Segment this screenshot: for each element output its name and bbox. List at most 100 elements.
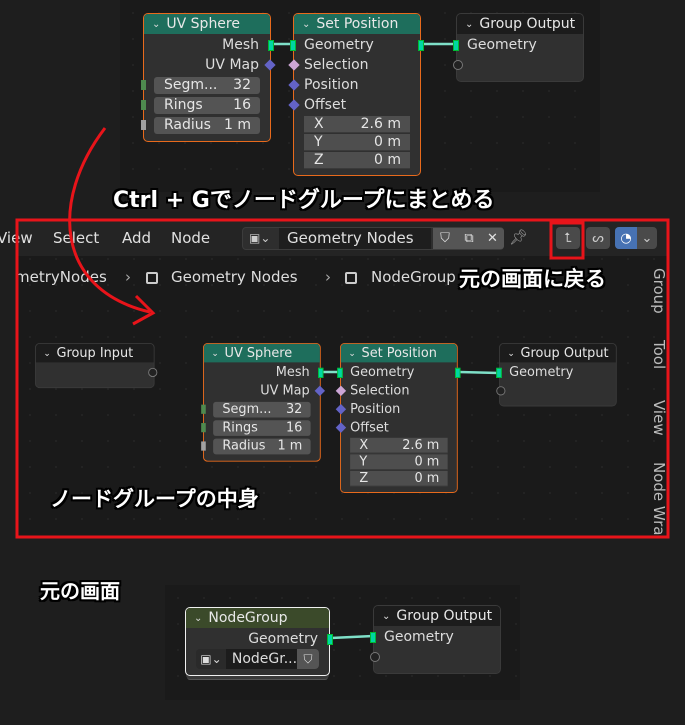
menu-add[interactable]: Add [122,229,152,247]
node-link [458,370,500,375]
chevron-down-icon[interactable]: ⌄ [348,348,356,359]
node-title: Set Position [316,16,399,32]
node-header[interactable]: ⌄Group Output [499,343,616,363]
node-body: Geometry [496,362,616,405]
geo-socket-icon[interactable] [455,367,461,378]
flt-socket-icon[interactable] [141,120,146,130]
datablock-name[interactable]: NodeGr... [225,649,298,669]
chevron-down-icon[interactable]: ⌄ [507,348,515,359]
chevron-down-icon[interactable]: ⌄ [465,18,474,30]
socket-label: Geometry [248,631,318,647]
node-tree-icon[interactable]: ▣⌄ [249,231,271,245]
parent-node-tree-button[interactable]: ⮤ [556,227,580,249]
geo-socket-icon[interactable] [327,633,333,645]
output-row: Geometry [290,35,424,55]
empty-socket-icon[interactable] [496,386,506,396]
node-title: UV Sphere [166,16,240,32]
geo-socket-icon[interactable] [496,367,502,378]
node-header[interactable]: ⌄ Set Position [294,14,420,34]
field-value: 32 [233,77,251,93]
socket-row: Offset [288,95,420,115]
int-socket-icon[interactable] [141,100,146,110]
int-socket-icon[interactable] [201,423,206,433]
shield-icon[interactable]: ⛉ [433,228,457,249]
geo-socket-icon[interactable] [337,367,343,378]
geo-socket-icon[interactable] [318,367,324,378]
int-socket-icon[interactable] [201,404,206,414]
node-tree-selector[interactable]: ▣⌄ Geometry Nodes ⛉ ⧉ ✕ [242,227,504,250]
field-value: 2.6 m [360,115,401,132]
value-field[interactable]: Segm...32 [154,76,260,94]
copy-icon[interactable]: ⧉ [457,228,481,249]
overlay-button[interactable]: ◔ ⌄ [615,227,657,249]
chevron-down-icon[interactable]: ⌄ [194,612,203,624]
empty-socket-icon[interactable] [148,367,158,378]
chevron-down-icon[interactable]: ⌄ [382,610,391,622]
menu-select[interactable]: Select [53,229,100,247]
node-tree-name-field[interactable]: Geometry Nodes [279,228,431,249]
annotation-original: 元の画面 [40,579,120,603]
node-header[interactable]: ⌄ UV Sphere [144,14,270,34]
field-value: 2.6 m [402,437,440,453]
empty-socket-icon[interactable] [453,60,463,70]
pin-icon[interactable]: 📌︎ [509,228,529,246]
close-icon[interactable]: ✕ [481,228,504,249]
node-header[interactable]: ⌄UV Sphere [203,343,320,363]
snap-button[interactable]: ᔕ [586,227,610,249]
node-header[interactable]: ⌄NodeGroup [186,608,329,628]
socket-row: Mesh [144,35,274,55]
geo-socket-icon[interactable] [370,631,376,643]
flt-socket-icon[interactable] [201,441,206,451]
socket-row [453,55,583,75]
datablock-selector[interactable]: ▣⌄NodeGr...⛉ [196,649,319,669]
breadcrumb-separator: › [325,268,331,286]
group-input-node[interactable]: ⌄Group Input [35,343,158,389]
node-header[interactable]: ⌄Group Input [35,343,154,363]
chevron-down-icon[interactable]: ⌄ [152,18,161,30]
geo-socket-icon[interactable] [268,39,274,51]
socket-label: Geometry [350,365,415,380]
node-header[interactable]: ⌄Group Output [374,606,500,626]
empty-socket-icon[interactable] [370,652,380,662]
value-field[interactable]: Segm...32 [213,401,311,418]
chevron-down-icon[interactable]: ⌄ [211,348,219,359]
geo-socket-icon[interactable] [453,39,459,51]
geo-socket-icon[interactable] [418,39,424,51]
socket-row: Selection [288,55,420,75]
menu-node[interactable]: Node [171,229,211,247]
geo-socket-icon[interactable] [290,39,296,51]
chevron-down-icon[interactable]: ⌄ [302,18,311,30]
value-field[interactable]: X 2.6 m [304,115,410,133]
node-header[interactable]: ⌄Group Output [457,14,583,34]
node-link [330,634,374,640]
socket-label: Selection [304,57,369,73]
shield-icon[interactable]: ⛉ [297,649,319,669]
node-body [36,362,158,387]
node-tree-icon[interactable]: ▣⌄ [200,652,222,666]
chevron-down-icon[interactable]: ⌄ [43,348,51,359]
int-socket-icon[interactable] [141,80,146,90]
field-label: X [314,115,324,132]
node-header[interactable]: ⌄Set Position [340,343,457,363]
field-label: Z [359,470,369,486]
red-arrow [68,127,151,314]
